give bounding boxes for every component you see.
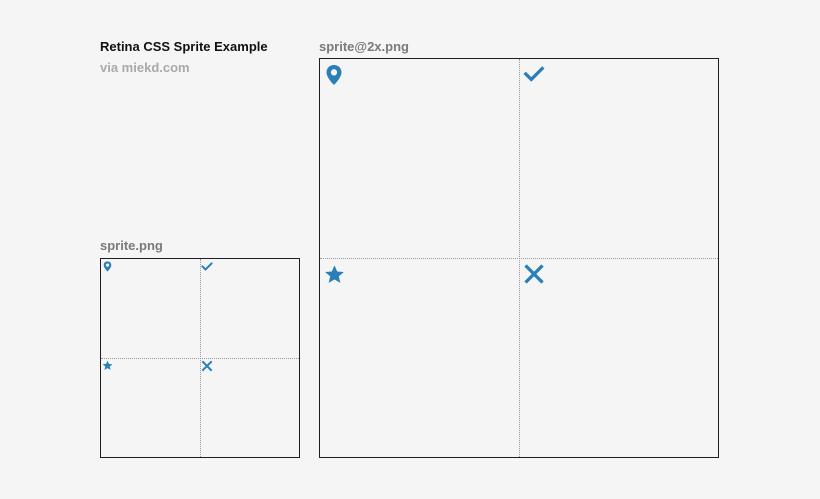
close-icon: [201, 360, 213, 372]
star-icon: [324, 264, 345, 285]
map-pin-icon: [324, 64, 344, 86]
grid-line-horizontal: [101, 358, 299, 359]
sprite-2x-box: [319, 58, 719, 458]
sprite-2x-label: sprite@2x.png: [319, 39, 409, 54]
check-icon: [523, 64, 545, 84]
attribution-text: via miekd.com: [100, 60, 190, 75]
star-icon: [102, 360, 113, 371]
check-icon: [201, 261, 213, 272]
grid-line-horizontal: [320, 258, 718, 259]
sprite-box: [100, 258, 300, 458]
map-pin-icon: [102, 261, 113, 272]
sprite-label: sprite.png: [100, 238, 163, 253]
page-title: Retina CSS Sprite Example: [100, 39, 268, 54]
close-icon: [523, 263, 545, 285]
